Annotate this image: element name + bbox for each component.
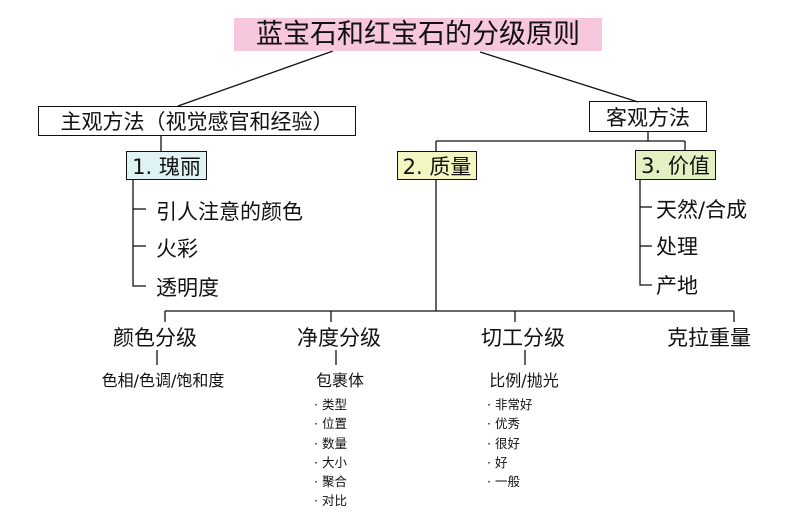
- bullet-item: · 很好: [487, 435, 520, 451]
- bullet-item: · 非常好: [487, 397, 533, 412]
- category-clarity-grading: 净度分级: [297, 326, 381, 350]
- bullet-item: · 一般: [487, 474, 520, 490]
- bullet-item: · 大小: [314, 454, 347, 470]
- category-cut-grading: 切工分级: [481, 326, 565, 350]
- bullet-item: · 数量: [314, 435, 347, 451]
- bullet-item: · 类型: [314, 397, 347, 412]
- color-sub-label: 色相/色调/饱和度: [101, 371, 225, 390]
- bullet-item: · 好: [487, 454, 508, 470]
- beauty-item: 引人注意的颜色: [156, 200, 303, 224]
- cut-bullet-list: · 非常好 · 优秀 · 很好 · 好 · 一般: [487, 395, 532, 491]
- page-title: 蓝宝石和红宝石的分级原则: [234, 18, 602, 51]
- objective-method-box: 客观方法: [589, 101, 707, 132]
- bullet-item: · 对比: [314, 493, 347, 509]
- subjective-method-box: 主观方法（视觉感官和经验）: [38, 106, 356, 136]
- category-color-grading: 颜色分级: [113, 326, 197, 350]
- quality-box: 2. 质量: [397, 151, 477, 180]
- bullet-item: · 位置: [314, 416, 347, 432]
- value-item: 天然/合成: [656, 198, 748, 222]
- bullet-item: · 优秀: [487, 416, 520, 432]
- cut-sub-label: 比例/抛光: [489, 371, 559, 390]
- category-carat-weight: 克拉重量: [667, 326, 751, 350]
- beauty-item: 火彩: [156, 237, 198, 261]
- clarity-bullet-list: · 类型 · 位置 · 数量 · 大小 · 聚合 · 对比: [314, 395, 347, 511]
- value-item: 产地: [656, 274, 698, 298]
- beauty-item: 透明度: [156, 276, 219, 300]
- clarity-sub-label: 包裹体: [315, 371, 365, 390]
- beauty-box: 1. 瑰丽: [126, 151, 207, 180]
- value-item: 处理: [656, 235, 698, 259]
- value-box: 3. 价值: [635, 150, 716, 180]
- bullet-item: · 聚合: [314, 474, 347, 490]
